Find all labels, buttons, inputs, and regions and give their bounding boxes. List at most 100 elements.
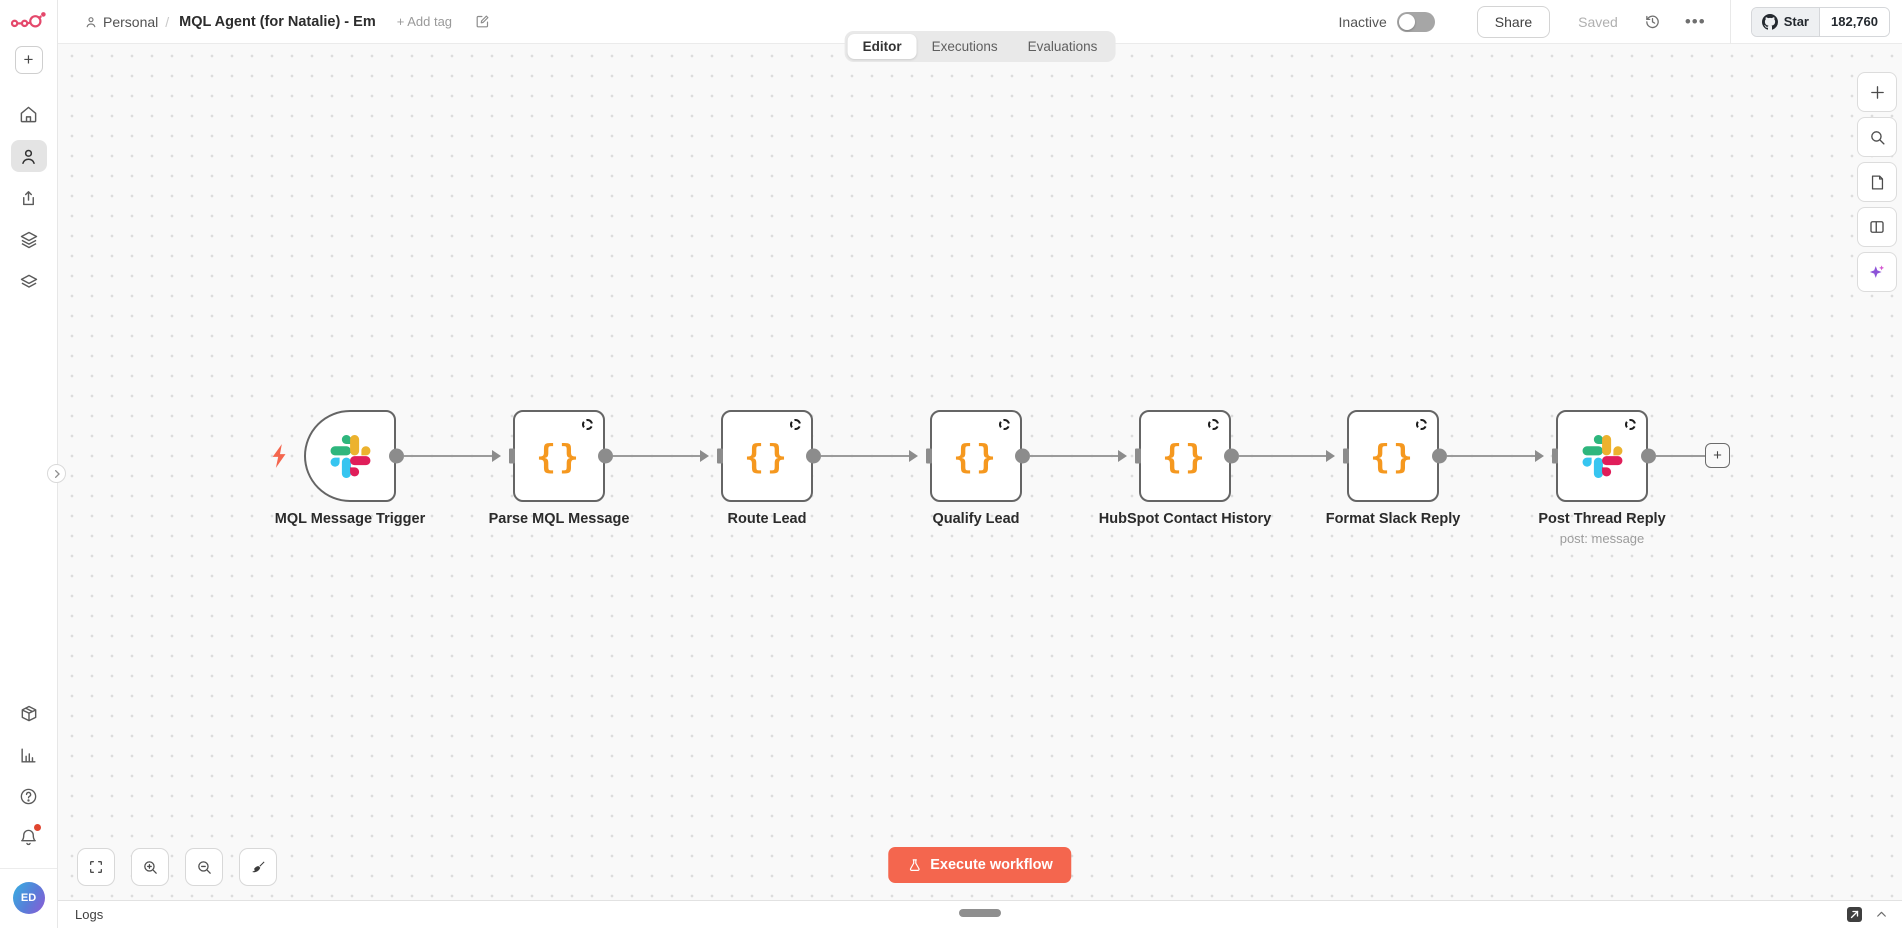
- templates-icon[interactable]: [11, 698, 47, 730]
- node-output-port[interactable]: [598, 448, 613, 464]
- github-icon: [1761, 13, 1778, 30]
- breadcrumb-project[interactable]: Personal: [84, 14, 158, 30]
- add-next-node-button[interactable]: +: [1705, 443, 1730, 468]
- node-output-port[interactable]: [1015, 448, 1030, 464]
- node-box[interactable]: {}: [1347, 410, 1439, 502]
- stack-icon[interactable]: [11, 266, 47, 298]
- node-input-port[interactable]: [717, 448, 723, 464]
- node-output-port[interactable]: [806, 448, 821, 464]
- node-label: Post Thread Reply: [1538, 511, 1666, 527]
- header-divider: [1729, 0, 1731, 44]
- tab-executions[interactable]: Executions: [931, 39, 998, 54]
- node-box[interactable]: {}: [513, 410, 605, 502]
- sticky-note-button[interactable]: [1857, 162, 1897, 202]
- search-nodes-button[interactable]: [1857, 117, 1897, 157]
- connection-arrow-icon: [909, 450, 918, 462]
- add-tag-button[interactable]: + Add tag: [396, 14, 453, 29]
- node-input-port[interactable]: [1552, 448, 1558, 464]
- node-output-port[interactable]: [1432, 448, 1447, 464]
- notifications-bell-icon[interactable]: [11, 821, 47, 853]
- workflow-node[interactable]: {} Route Lead: [717, 410, 821, 527]
- connection-line[interactable]: [821, 455, 910, 457]
- connection-line[interactable]: [1239, 455, 1327, 457]
- fit-view-button[interactable]: [77, 848, 115, 886]
- tab-evaluations[interactable]: Evaluations: [1027, 39, 1098, 54]
- connection-arrow-icon: [492, 450, 501, 462]
- more-options-button[interactable]: •••: [1684, 11, 1706, 31]
- code-icon: {}: [953, 436, 999, 476]
- activation-toggle[interactable]: [1396, 11, 1435, 32]
- create-new-button[interactable]: +: [14, 46, 43, 74]
- logs-drag-handle[interactable]: [959, 909, 1001, 917]
- node-box[interactable]: {}: [930, 410, 1022, 502]
- trigger-lightning-icon: [269, 443, 291, 469]
- help-icon[interactable]: [11, 780, 47, 812]
- open-logs-window-icon[interactable]: [1847, 907, 1862, 922]
- node-label: Format Slack Reply: [1325, 511, 1461, 527]
- dashed-circle-badge-icon: [790, 419, 801, 430]
- connection-line[interactable]: [1030, 455, 1119, 457]
- dashed-circle-badge-icon: [582, 419, 593, 430]
- tidy-up-button[interactable]: [239, 848, 277, 886]
- node-output-port[interactable]: [1641, 448, 1656, 464]
- execute-workflow-button[interactable]: Execute workflow: [888, 847, 1072, 883]
- tab-editor[interactable]: Editor: [847, 34, 917, 59]
- node-output-port[interactable]: [389, 448, 404, 464]
- ai-assistant-button[interactable]: [1857, 252, 1897, 292]
- add-node-button[interactable]: [1857, 72, 1897, 112]
- insights-icon[interactable]: [11, 739, 47, 771]
- workflow-node[interactable]: {} Format Slack Reply: [1326, 410, 1460, 527]
- node-box[interactable]: {}: [721, 410, 813, 502]
- split-panel-button[interactable]: [1857, 207, 1897, 247]
- workflow-node[interactable]: {}Parse MQL Message: [489, 410, 629, 527]
- sidebar-divider: [0, 868, 57, 869]
- node-box[interactable]: [1556, 410, 1648, 502]
- node-label: HubSpot Contact History: [1098, 511, 1272, 527]
- activation-status-label: Inactive: [1338, 13, 1387, 30]
- node-output-port[interactable]: [1224, 448, 1239, 464]
- connection-arrow-icon: [1118, 450, 1127, 462]
- logs-panel-header[interactable]: Logs: [58, 900, 1902, 928]
- workflow-history-icon[interactable]: [1644, 13, 1661, 30]
- node-label: Qualify Lead: [932, 511, 1020, 527]
- expand-logs-chevron-icon[interactable]: [1875, 908, 1888, 921]
- zoom-in-button[interactable]: [131, 848, 169, 886]
- edit-title-icon[interactable]: [475, 14, 490, 29]
- sidebar-expand-button[interactable]: [47, 464, 66, 483]
- canvas-zoom-toolbar: [77, 848, 277, 886]
- workflow-node[interactable]: {} HubSpot Contact History: [1099, 410, 1271, 527]
- github-star-label: Star: [1783, 14, 1809, 29]
- workflow-node[interactable]: MQL Message Trigger: [275, 410, 425, 527]
- sidebar-item-personal[interactable]: [10, 140, 47, 172]
- zoom-out-button[interactable]: [185, 848, 223, 886]
- node-box[interactable]: [304, 410, 396, 502]
- connection-line[interactable]: [404, 455, 493, 457]
- connection-line[interactable]: [1656, 455, 1705, 457]
- view-tabs: Editor Executions Evaluations: [844, 31, 1116, 62]
- node-box[interactable]: {}: [1139, 410, 1231, 502]
- dashed-circle-badge-icon: [1625, 419, 1636, 430]
- github-star-widget[interactable]: Star 182,760: [1750, 6, 1890, 37]
- layers-icon[interactable]: [11, 224, 47, 256]
- home-icon[interactable]: [11, 98, 47, 130]
- left-sidebar: +: [0, 0, 58, 928]
- connection-line[interactable]: [1447, 455, 1536, 457]
- node-input-port[interactable]: [926, 448, 932, 464]
- share-button[interactable]: Share: [1476, 5, 1551, 38]
- node-input-port[interactable]: [509, 448, 515, 464]
- dashed-circle-badge-icon: [1416, 419, 1427, 430]
- node-input-port[interactable]: [1135, 448, 1141, 464]
- shared-icon[interactable]: [11, 182, 47, 214]
- connection-line[interactable]: [613, 455, 701, 457]
- workflow-canvas[interactable]: MQL Message Trigger{}Parse MQL Message{}…: [58, 44, 1902, 900]
- node-label: Route Lead: [727, 511, 807, 527]
- node-input-port[interactable]: [1343, 448, 1349, 464]
- dashed-circle-badge-icon: [1208, 419, 1219, 430]
- toggle-knob: [1398, 13, 1415, 30]
- user-avatar[interactable]: ED: [12, 882, 45, 914]
- code-icon: {}: [536, 436, 582, 476]
- workflow-title[interactable]: MQL Agent (for Natalie) - Em: [179, 13, 376, 30]
- workflow-node[interactable]: {} Qualify Lead: [926, 410, 1030, 527]
